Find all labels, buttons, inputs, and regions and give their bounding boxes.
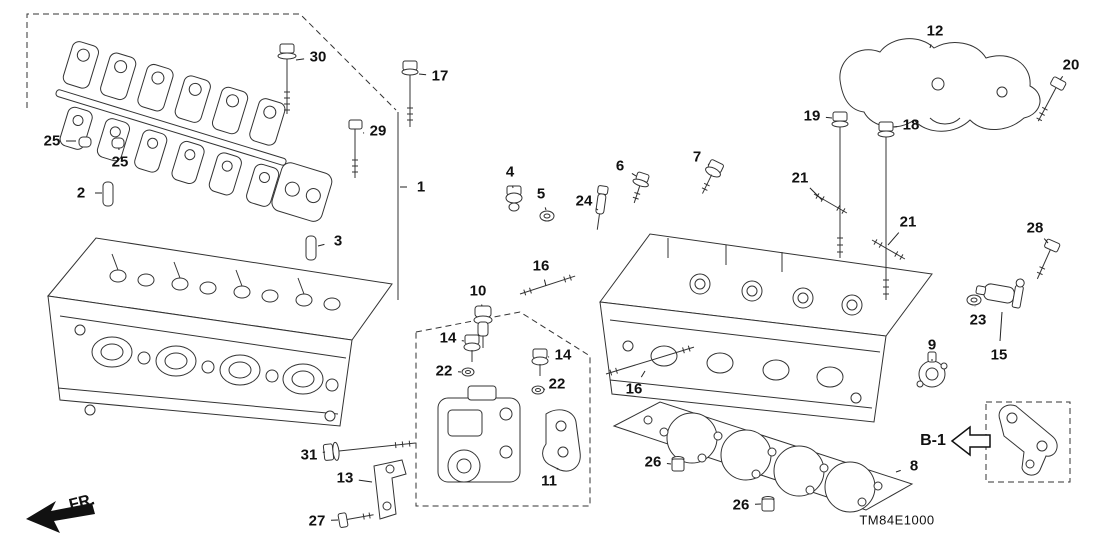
bolt-20 (1036, 76, 1067, 122)
cap-26-b (761, 496, 775, 512)
part-callout-14: 14 (554, 346, 572, 364)
part-callout-7: 7 (692, 148, 702, 166)
sensor-14-a (463, 334, 481, 362)
b1-arrow-icon (950, 425, 991, 457)
part-callout-25: 25 (43, 132, 61, 150)
part-callout-29: 29 (369, 122, 387, 140)
cylinder-head-right (599, 233, 933, 423)
part-callout-24: 24 (575, 192, 593, 210)
bolt-30 (277, 43, 297, 114)
part-callout-1: 1 (416, 178, 426, 196)
part-callout-10: 10 (469, 282, 487, 300)
bracket-13 (373, 459, 407, 520)
heat-shield (839, 38, 1041, 132)
stud-16-b (605, 345, 695, 376)
dowel-pin-2 (102, 181, 114, 207)
head-gasket (612, 401, 914, 513)
bolt-19 (831, 111, 849, 258)
dowel-pin-3 (305, 235, 317, 261)
part-callout-15: 15 (990, 346, 1008, 364)
fr-arrow-icon (26, 501, 95, 533)
nut-22-b (531, 385, 545, 395)
sensor-9 (916, 351, 948, 388)
part-callout-26: 26 (732, 496, 750, 514)
part-callout-12: 12 (926, 22, 944, 40)
part-callout-21: 21 (899, 213, 917, 231)
part-callout-8: 8 (909, 457, 919, 475)
sensor-10 (473, 305, 493, 348)
sealing-cap-25-b (111, 137, 125, 149)
washer-23 (966, 294, 982, 306)
part-callout-22: 22 (435, 362, 453, 380)
part-callout-26: 26 (644, 453, 662, 471)
b1-bracket (998, 404, 1058, 476)
part-callout-2: 2 (76, 184, 86, 202)
bolt-27 (337, 512, 374, 528)
part-callout-13: 13 (336, 469, 354, 487)
stud-16-a (519, 274, 576, 296)
sensor-15 (975, 278, 1025, 309)
rocker-arm-assembly (55, 41, 333, 222)
bolt-28 (1036, 238, 1061, 280)
part-callout-18: 18 (902, 116, 920, 134)
part-callout-16: 16 (532, 257, 550, 275)
part-callout-31: 31 (300, 446, 318, 464)
part-callout-21: 21 (791, 169, 809, 187)
part-callout-5: 5 (536, 185, 546, 203)
small-parts (78, 136, 1025, 512)
plug-4 (505, 185, 523, 212)
part-callout-14: 14 (439, 329, 457, 347)
sealing-cap-25-a (78, 136, 92, 148)
part-callout-20: 20 (1062, 56, 1080, 74)
stud-21-b (871, 239, 906, 260)
nut-22-a (461, 367, 475, 377)
spool-valve-assembly (437, 385, 521, 483)
part-callout-17: 17 (431, 67, 449, 85)
bolt-31 (322, 440, 416, 461)
bolt-17 (401, 60, 419, 127)
part-callout-4: 4 (505, 163, 515, 181)
part-callout-30: 30 (309, 48, 327, 66)
projection-lines (26, 13, 1071, 507)
part-callout-3: 3 (333, 232, 343, 250)
part-callout-9: 9 (927, 336, 937, 354)
part-callout-19: 19 (803, 107, 821, 125)
sensor-14-b (531, 348, 549, 376)
bolt-29 (348, 119, 363, 178)
part-callout-27: 27 (308, 512, 326, 530)
part-callout-23: 23 (969, 311, 987, 329)
part-callout-11: 11 (541, 472, 557, 490)
fasteners (277, 43, 1067, 528)
b1-reference-label: B-1 (920, 432, 946, 449)
part-callout-25: 25 (111, 153, 129, 171)
part-callout-16: 16 (625, 380, 643, 398)
bolt-6 (632, 171, 650, 204)
diagram-code: TM84E1000 (859, 512, 935, 528)
part-callout-6: 6 (615, 157, 625, 175)
washer-5 (539, 210, 555, 222)
valve-gasket-11 (542, 409, 581, 472)
leader-lines (66, 44, 1064, 521)
cylinder-head-left (47, 237, 393, 427)
sensor-7 (701, 159, 724, 194)
bolt-18 (877, 121, 895, 300)
sensor-24 (595, 185, 609, 230)
part-callout-28: 28 (1026, 219, 1044, 237)
part-callout-22: 22 (548, 375, 566, 393)
cap-26-a (671, 456, 685, 472)
